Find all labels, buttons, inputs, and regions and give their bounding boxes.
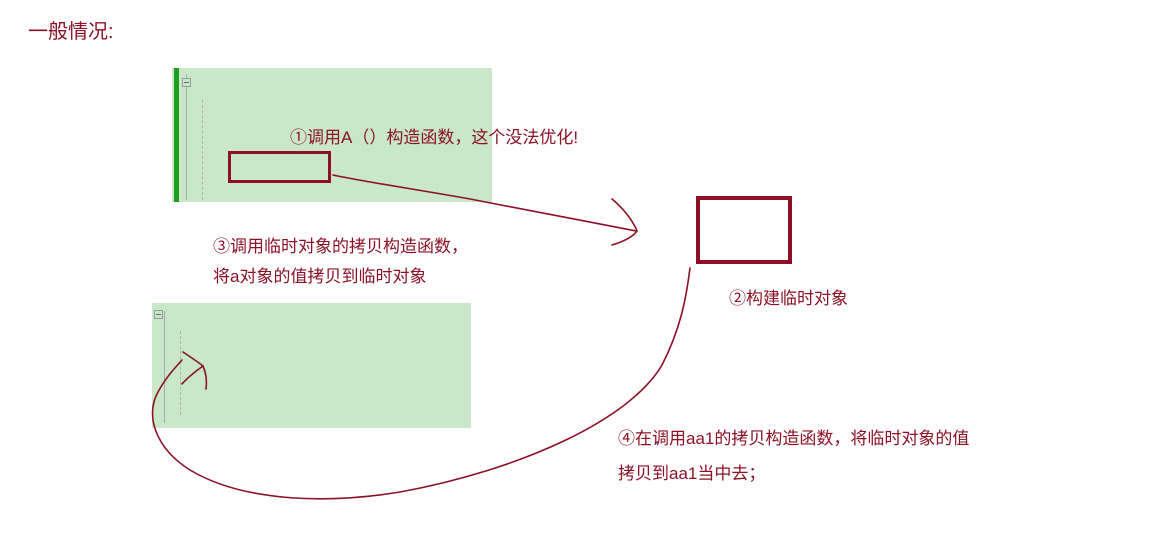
code-block-fun2: } A fun2() { A a; return a; } (172, 68, 492, 202)
annotation-step-3-line-2: 将a对象的值拷贝到临时对象 (213, 267, 427, 286)
annotation-step-1: ①调用A（）构造函数，这个没法优化! (290, 128, 579, 147)
outline-rail (186, 74, 187, 200)
annotation-step-4-line-1: ④在调用aa1的拷贝构造函数，将临时对象的值 (618, 429, 970, 448)
vs-change-bar-green (174, 68, 179, 202)
indent-guide (180, 331, 181, 415)
arrowhead-return-to-temp (611, 198, 638, 246)
code-block-main: int main() { A aa1 = fun2(); return 0; } (152, 303, 471, 428)
annotation-step-4-line-2: 拷贝到aa1当中去； (618, 464, 766, 483)
temporary-object-box (696, 196, 792, 264)
collapse-toggle-fun2[interactable] (182, 78, 191, 87)
indent-guide (202, 100, 203, 200)
annotation-step-3-line-1: ③调用临时对象的拷贝构造函数， (213, 237, 468, 256)
page-title: 一般情况: (28, 21, 114, 43)
annotation-step-2: ②构建临时对象 (729, 289, 848, 308)
return-statement-highlight-box (228, 151, 331, 183)
collapse-toggle-main[interactable] (154, 310, 163, 319)
outline-rail (164, 311, 165, 423)
